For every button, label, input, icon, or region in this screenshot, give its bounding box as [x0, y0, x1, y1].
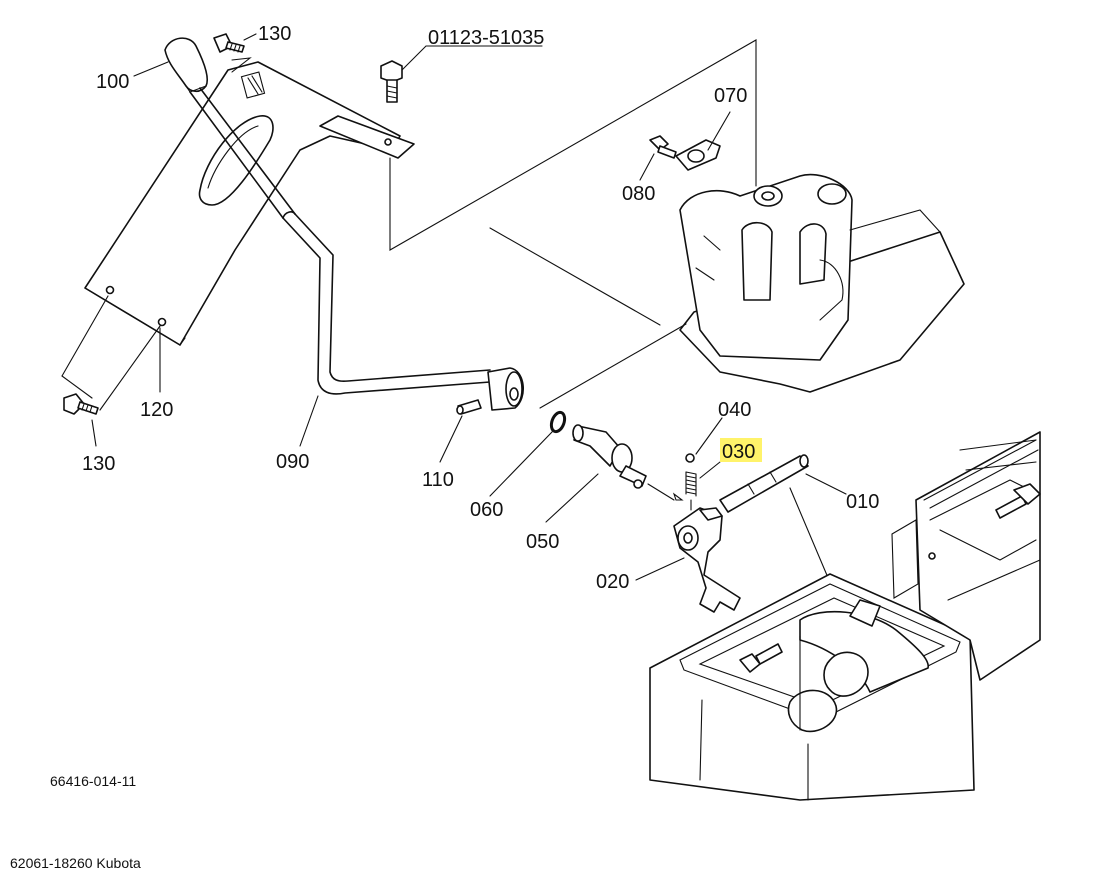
callout-01123-51035: 01123-51035	[428, 27, 544, 49]
upper-transmission-housing	[679, 173, 965, 393]
callout-080: 080	[622, 183, 655, 205]
shift-fork-part-020	[673, 507, 741, 613]
callout-130-top: 130	[258, 23, 291, 45]
lever-guard-plate	[84, 61, 401, 346]
callout-040: 040	[718, 399, 751, 421]
fork-rod-part-010	[719, 454, 809, 513]
callout-120: 120	[140, 399, 173, 421]
spring-part-030	[685, 471, 697, 497]
callout-090: 090	[276, 451, 309, 473]
transmission-side-block	[891, 431, 1041, 681]
bolt-part-130-bottom	[63, 393, 99, 415]
callout-130-bottom: 130	[82, 453, 115, 475]
o-ring-part-060	[549, 410, 567, 434]
bolt-part-01123-51035	[380, 60, 403, 103]
callout-highlight-030	[720, 438, 762, 462]
ball-part-040	[685, 453, 695, 463]
callout-020: 020	[596, 571, 629, 593]
bolt-part-130-top	[213, 33, 245, 53]
callout-leaders	[91, 33, 847, 581]
callout-030: 030	[722, 441, 755, 463]
lower-gearbox-case	[649, 573, 975, 801]
shift-shaft-part-050	[572, 424, 647, 489]
callout-060: 060	[470, 499, 503, 521]
shift-lever-rod-part-090	[189, 87, 524, 411]
callout-010: 010	[846, 491, 879, 513]
gasket-plate-part-070	[675, 139, 721, 171]
drawing-number: 66416-014-11	[50, 773, 136, 789]
lever-knob-part-100	[164, 37, 209, 93]
callout-110: 110	[422, 469, 454, 491]
callout-100: 100	[96, 71, 129, 93]
callout-050: 050	[526, 531, 559, 553]
mount-bracket	[319, 115, 415, 159]
callout-070: 070	[714, 85, 747, 107]
diagram-caption: 62061-18260 Kubota	[10, 855, 141, 871]
bolt-part-080	[649, 135, 677, 159]
pin-part-110	[456, 399, 482, 415]
